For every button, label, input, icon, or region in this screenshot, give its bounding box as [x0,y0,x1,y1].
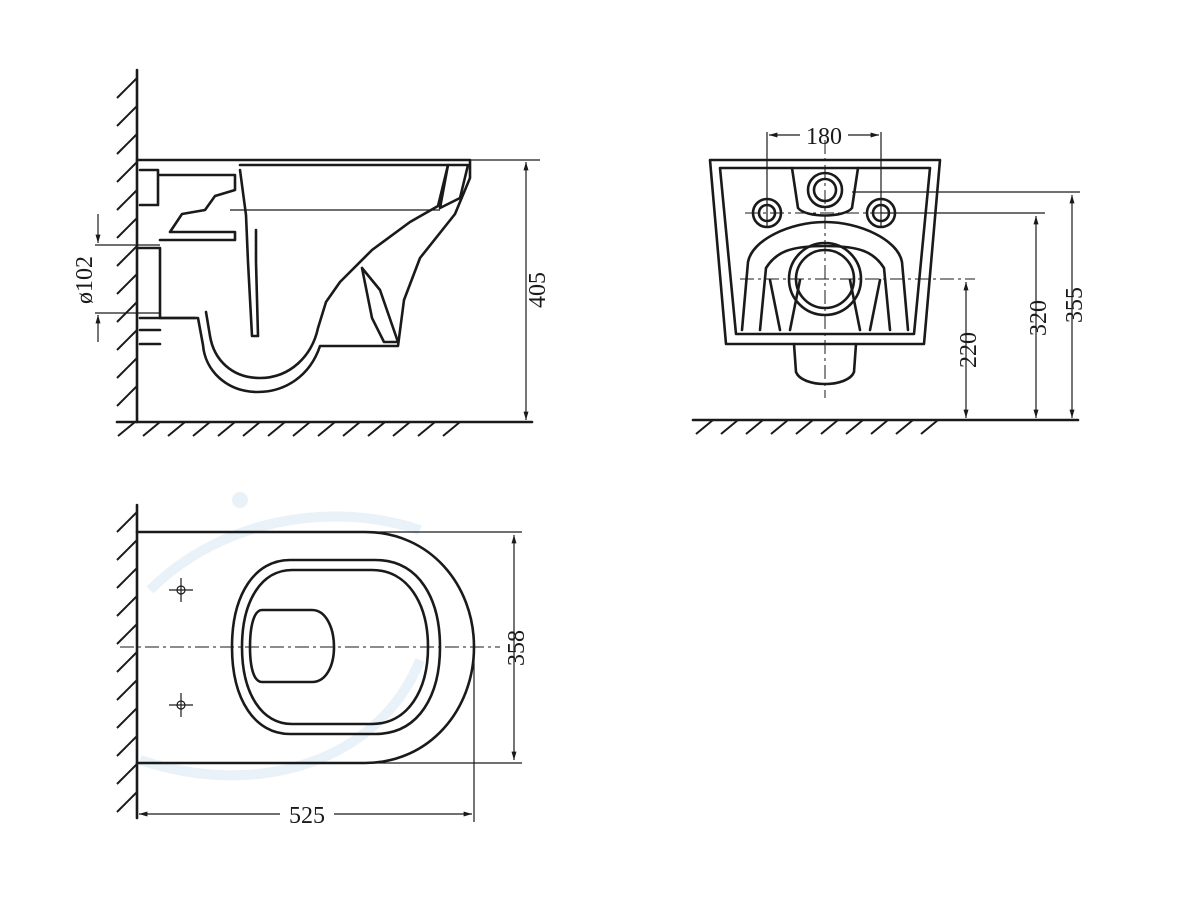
side-view: 405 ø102 [72,68,551,437]
dim-d102-label: ø102 [72,256,98,304]
side-rim-front [438,163,470,210]
top-bowl-opening [248,608,336,684]
side-foot [360,266,400,344]
rear-body-inner [718,166,932,336]
top-rim-outer [230,558,442,736]
side-inlet-fitting [138,168,237,242]
dim-180-label: 180 [806,124,842,150]
side-bowl-inner [204,163,450,380]
top-bolt-marker-upper [169,578,193,602]
rear-floor-hatch [695,419,939,435]
rear-body-outline [708,158,942,346]
side-wall-hatch [116,77,138,407]
top-wall-hatch [116,511,138,813]
dim-358-label: 358 [504,630,530,666]
dim-525-label: 525 [289,803,325,829]
side-bowl-outline [135,158,472,394]
rear-wing-right [848,278,882,332]
top-rim-inner [240,568,430,726]
dim-355-label: 355 [1062,287,1088,323]
side-outlet [138,316,197,346]
dim-405-label: 405 [525,272,551,308]
rear-wing-left [768,278,802,332]
top-view: 358 525 [116,503,530,829]
dim-220-label: 220 [956,332,982,368]
rear-view: 180 220 320 355 [691,124,1088,435]
dim-320-label: 320 [1026,300,1052,336]
top-bolt-marker-lower [169,693,193,717]
side-trapway [238,168,260,338]
side-floor-hatch [117,421,461,437]
